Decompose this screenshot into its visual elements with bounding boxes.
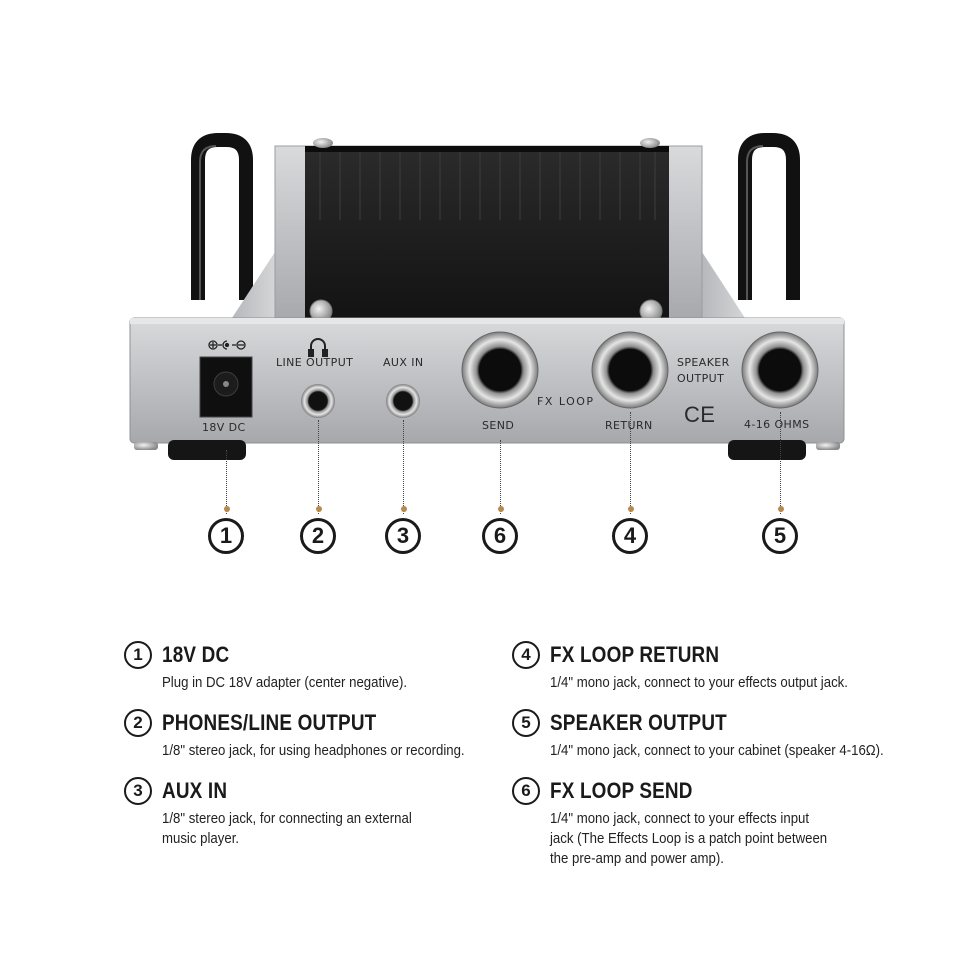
legend-description: 1/4" mono jack, connect to your effects … (550, 810, 828, 867)
line-output-label: LINE OUTPUT (276, 356, 354, 369)
right-handle (738, 133, 800, 300)
leader-line (780, 412, 781, 514)
legend-description: 1/4" mono jack, connect to your effects … (550, 674, 848, 691)
speaker-label: SPEAKER (677, 356, 730, 369)
leader-dot (778, 506, 784, 512)
leader-line (630, 412, 631, 514)
leader-dot (498, 506, 504, 512)
leader-line (226, 450, 227, 514)
send-label: SEND (482, 419, 515, 432)
legend-description: Plug in DC 18V adapter (center negative)… (162, 674, 408, 691)
legend-description: 1/4" mono jack, connect to your cabinet … (550, 742, 884, 759)
ohms-label: 4-16 OHMS (744, 418, 810, 431)
amp-rear-panel-illustration (129, 133, 845, 460)
fx-loop-label: FX LOOP (537, 395, 595, 408)
legend-number: 4 (512, 641, 540, 669)
output-label: OUTPUT (677, 372, 725, 385)
legend-title: SPEAKER OUTPUT (550, 710, 727, 735)
legend-number: 3 (124, 777, 152, 805)
left-foot (168, 440, 246, 460)
line-output-jack (301, 384, 335, 418)
leader-line (318, 420, 319, 514)
aux-in-jack (386, 384, 420, 418)
right-foot (728, 440, 806, 460)
dc-jack (199, 356, 253, 418)
ce-mark: CE (684, 402, 716, 427)
leader-dot (628, 506, 634, 512)
callout-6: 6 (482, 518, 518, 554)
legend-title: AUX IN (162, 778, 228, 803)
leader-dot (401, 506, 407, 512)
right-slope (702, 252, 745, 318)
legend-item-speaker-output: 5 SPEAKER OUTPUT 1/4" mono jack, connect… (512, 709, 929, 761)
fx-send-jack (461, 331, 539, 409)
legend-number: 2 (124, 709, 152, 737)
legend-number: 1 (124, 641, 152, 669)
leader-dot (316, 506, 322, 512)
legend-item-aux-in: 3 AUX IN 1/8" stereo jack, for connectin… (124, 777, 446, 849)
heatsink (305, 146, 669, 326)
dc-polarity-icon (208, 340, 246, 350)
leader-line (403, 420, 404, 514)
legend-item-phones-line-output: 2 PHONES/LINE OUTPUT 1/8" stereo jack, f… (124, 709, 506, 761)
legend-description: 1/8" stereo jack, for using headphones o… (162, 742, 465, 759)
aux-in-label: AUX IN (383, 356, 424, 369)
left-handle (191, 133, 253, 300)
legend-item-18v-dc: 1 18V DC Plug in DC 18V adapter (center … (124, 641, 441, 693)
return-label: RETURN (605, 419, 653, 432)
legend-title: PHONES/LINE OUTPUT (162, 710, 377, 735)
legend-number: 6 (512, 777, 540, 805)
legend-item-fx-loop-send: 6 FX LOOP SEND 1/4" mono jack, connect t… (512, 777, 865, 869)
speaker-output-jack (741, 331, 819, 409)
screw (640, 138, 660, 148)
legend-title: FX LOOP RETURN (550, 642, 720, 667)
left-slope (232, 252, 275, 318)
callout-3: 3 (385, 518, 421, 554)
legend-title: FX LOOP SEND (550, 778, 693, 803)
legend-number: 5 (512, 709, 540, 737)
screw (313, 138, 333, 148)
callout-5: 5 (762, 518, 798, 554)
legend-description: 1/8" stereo jack, for connecting an exte… (162, 810, 412, 847)
headphones-icon (308, 338, 328, 357)
callout-4: 4 (612, 518, 648, 554)
dc-label: 18V DC (202, 421, 246, 434)
leader-dot (224, 506, 230, 512)
fx-return-jack (591, 331, 669, 409)
leader-line (500, 440, 501, 514)
legend-item-fx-loop-return: 4 FX LOOP RETURN 1/4" mono jack, connect… (512, 641, 889, 693)
legend-title: 18V DC (162, 642, 230, 667)
callout-2: 2 (300, 518, 336, 554)
callout-1: 1 (208, 518, 244, 554)
